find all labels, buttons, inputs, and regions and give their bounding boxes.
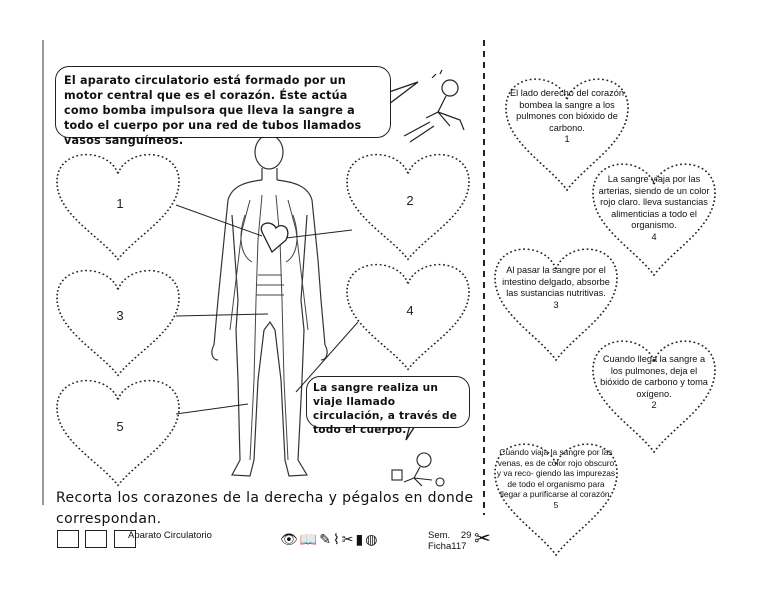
blood-vessels	[229, 194, 309, 461]
cut-heart-5-content: Cuando viaja la sangre por las venas, es…	[496, 447, 616, 511]
cut-heart-4-text: La sangre viaja por las arterias, siendo…	[598, 174, 710, 231]
intro-speech-bubble: El aparato circulatorio está formado por…	[55, 66, 391, 147]
cut-heart-4-number: 4	[651, 231, 657, 242]
ficha-value: 117	[451, 541, 467, 552]
blank-heart-label-2: 2	[406, 193, 414, 208]
scissors-icon-cut: ✂	[474, 526, 491, 550]
clip-icon: ⌇	[332, 532, 342, 548]
mascot-bottom-icon	[391, 452, 445, 487]
footer-subject: Aparato Circulatorio	[128, 530, 212, 541]
body-figure	[211, 134, 328, 477]
pointer-lines	[175, 204, 359, 415]
heart-organ	[260, 222, 289, 254]
sem-label: Sem.	[428, 530, 451, 541]
footer-sem: Sem. 29 Ficha117	[428, 530, 471, 552]
pencil-icon: ✎	[319, 532, 333, 548]
blank-heart-label-1: 1	[116, 196, 124, 211]
cut-heart-5-number: 5	[553, 499, 559, 510]
blank-heart-label-3: 3	[116, 308, 124, 323]
footer-subject-icons	[57, 530, 136, 553]
activity-icons: 👁📖✎⌇✂▮◍	[280, 532, 379, 548]
glue-icon: ▮	[355, 532, 366, 548]
ficha-label: Ficha	[428, 541, 452, 552]
cut-heart-1-content: El lado derecho del corazón bombea la sa…	[510, 88, 624, 146]
globe-icon: ◍	[365, 532, 380, 548]
cut-heart-2-content: Cuando llega la sangre a los pulmones, d…	[598, 354, 710, 412]
blank-heart-label-4: 4	[406, 303, 414, 318]
journey-speech-bubble: La sangre realiza un viaje llamado circu…	[306, 376, 470, 436]
cut-heart-1-text: El lado derecho del corazón bombea la sa…	[510, 88, 624, 133]
cut-heart-3-text: Al pasar la sangre por el intestino delg…	[502, 265, 610, 299]
book-icon: 📖	[299, 532, 320, 548]
subject-icon-1	[57, 530, 79, 548]
cut-heart-2-text: Cuando llega la sangre a los pulmones, d…	[600, 354, 708, 399]
mascot-top-icon	[403, 69, 465, 143]
eye-icon: 👁	[280, 532, 300, 548]
intro-bubble-tail	[388, 81, 419, 105]
sem-value: 29	[460, 530, 472, 541]
cut-heart-4-content: La sangre viaja por las arterias, siendo…	[594, 174, 714, 244]
cut-heart-3-content: Al pasar la sangre por el intestino delg…	[500, 265, 612, 311]
subject-icon-3	[113, 530, 136, 548]
journey-text: La sangre realiza un viaje llamado circu…	[313, 382, 458, 436]
instruction-content: Recorta los corazones de la derecha y pé…	[56, 490, 474, 527]
subject-icon-2	[85, 530, 108, 548]
instruction-text: Recorta los corazones de la derecha y pé…	[56, 488, 476, 530]
blank-heart-label-5: 5	[116, 419, 124, 434]
scissors-icon: ✂	[341, 532, 356, 548]
cut-heart-2-number: 2	[651, 400, 657, 411]
cut-heart-5-text: Cuando viaja la sangre por las venas, es…	[496, 447, 616, 500]
cut-heart-3-number: 3	[553, 299, 559, 310]
intro-text: El aparato circulatorio está formado por…	[64, 74, 362, 147]
cut-heart-1-number: 1	[564, 134, 570, 145]
